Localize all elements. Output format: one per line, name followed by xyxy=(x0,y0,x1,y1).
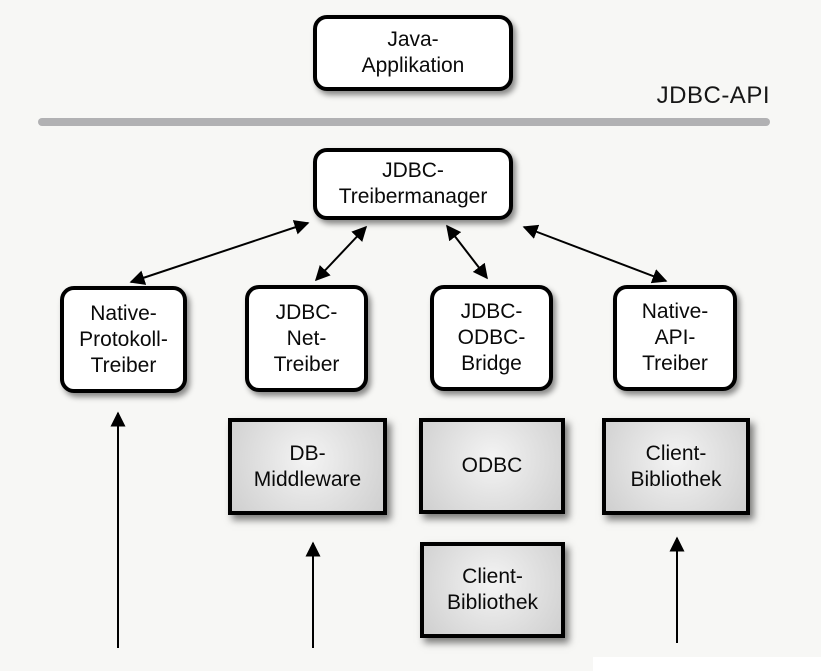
arrow-treibermanager-native-protokoll xyxy=(129,220,310,285)
node-jdbc-treibermanager: JDBC- Treibermanager xyxy=(313,148,513,220)
node-native-protokoll-treiber: Native- Protokoll- Treiber xyxy=(60,286,187,393)
node-java-applikation: Java- Applikation xyxy=(313,15,513,91)
node-jdbc-net-treiber: JDBC- Net- Treiber xyxy=(245,285,368,392)
node-jdbc-odbc-bridge-label: JDBC- ODBC- Bridge xyxy=(457,300,526,375)
node-java-applikation-label: Java- Applikation xyxy=(361,28,465,77)
jdbc-api-label: JDBC-API xyxy=(656,82,770,109)
node-odbc-label: ODBC xyxy=(461,454,523,477)
node-native-api-treiber: Native- API- Treiber xyxy=(613,285,737,391)
arrow-treibermanager-jdbc-odbc xyxy=(446,224,488,280)
node-native-protokoll-treiber-label: Native- Protokoll- Treiber xyxy=(79,301,168,377)
node-jdbc-treibermanager-label: JDBC- Treibermanager xyxy=(338,159,488,208)
node-odbc: ODBC xyxy=(419,418,565,514)
node-client-bibliothek-right: Client- Bibliothek xyxy=(602,418,750,515)
node-client-bibliothek-mid: Client- Bibliothek xyxy=(420,542,565,638)
jdbc-api-separator-line xyxy=(38,118,770,126)
node-client-bibliothek-right-label: Client- Bibliothek xyxy=(630,441,722,491)
node-db-middleware-label: DB- Middleware xyxy=(253,441,362,491)
arrow-treibermanager-native-api xyxy=(522,224,668,284)
node-client-bibliothek-mid-label: Client- Bibliothek xyxy=(446,565,539,614)
node-jdbc-odbc-bridge: JDBC- ODBC- Bridge xyxy=(430,285,553,391)
node-native-api-treiber-label: Native- API- Treiber xyxy=(641,300,709,375)
bottom-right-white-strip xyxy=(593,657,821,671)
arrow-treibermanager-jdbc-net xyxy=(314,225,368,282)
node-db-middleware: DB- Middleware xyxy=(228,418,387,515)
node-jdbc-net-treiber-label: JDBC- Net- Treiber xyxy=(273,300,340,376)
